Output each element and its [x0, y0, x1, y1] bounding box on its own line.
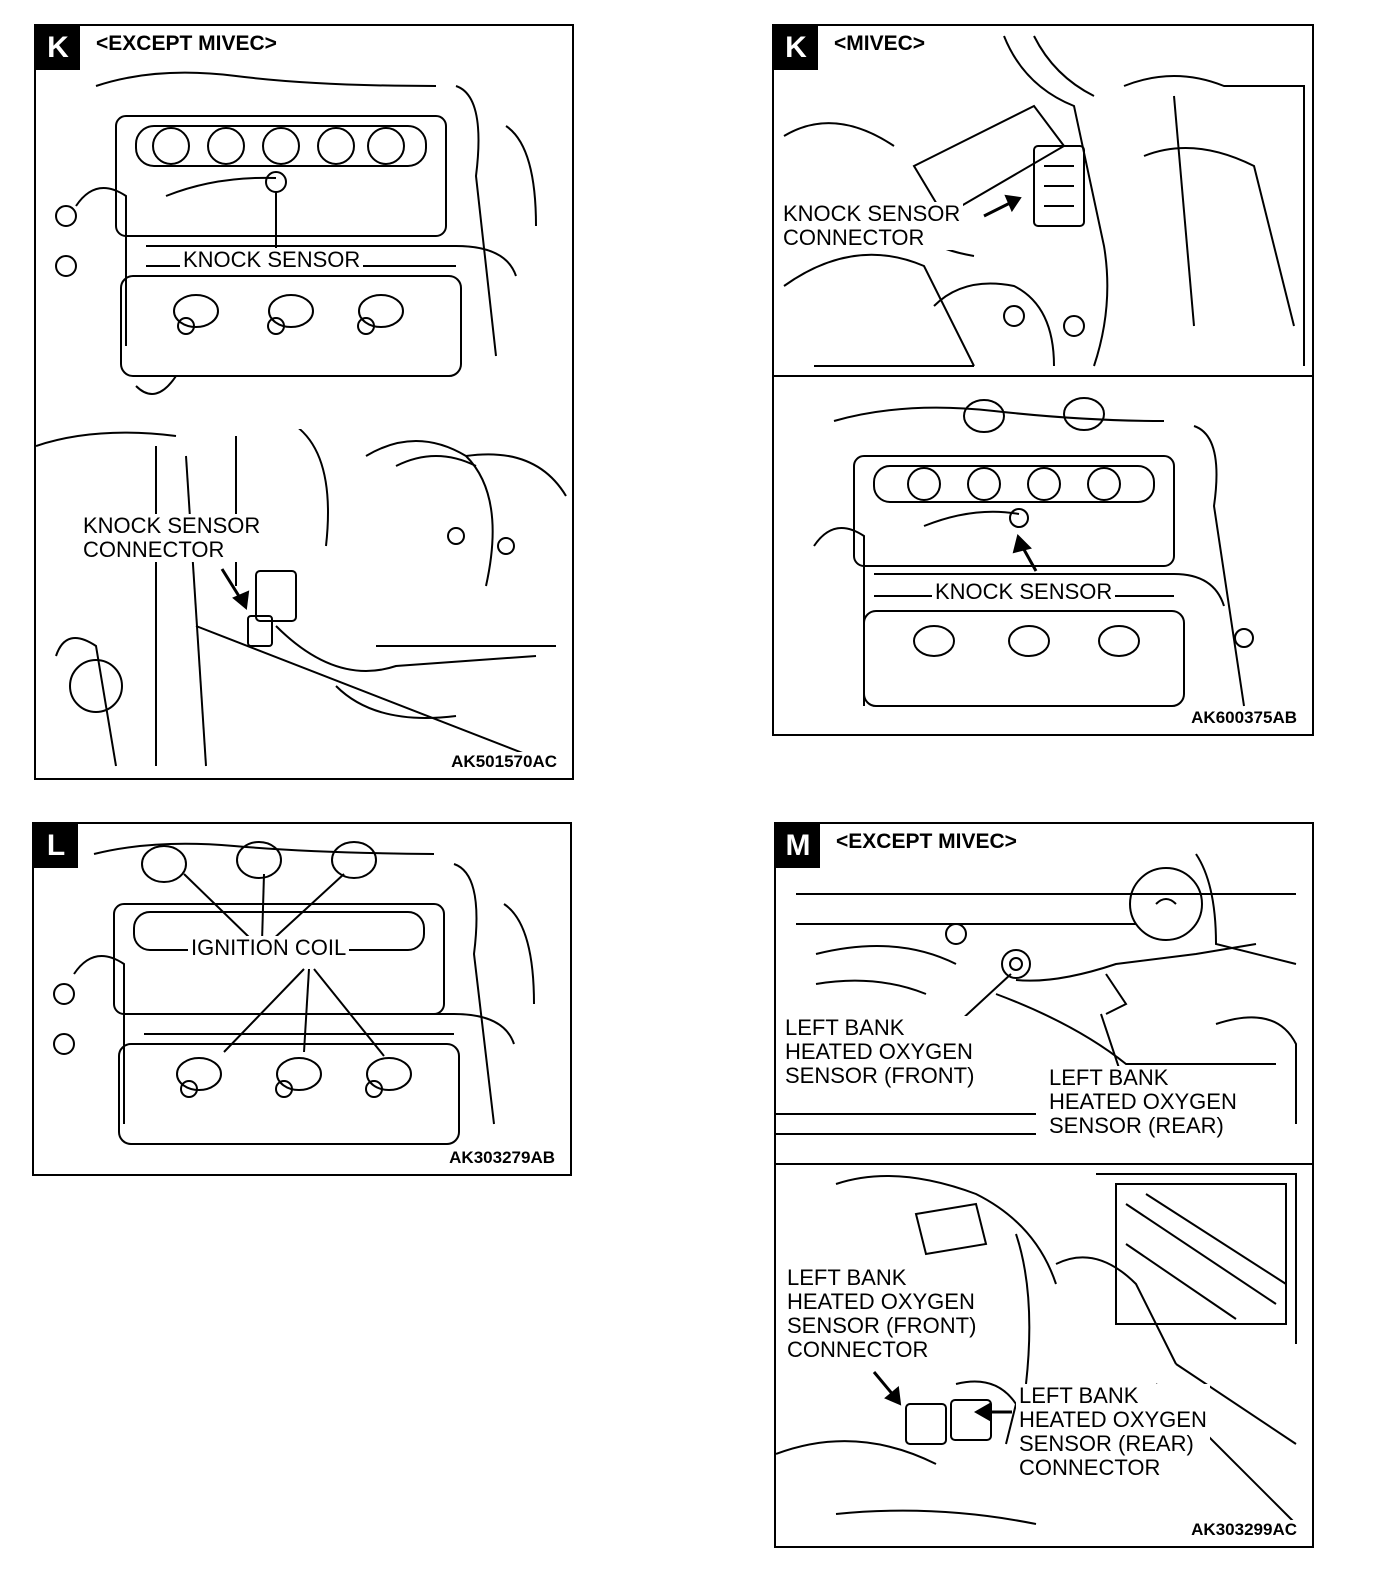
- rear-oxygen-sensor-connector-label: LEFT BANK HEATED OXYGEN SENSOR (REAR) CO…: [1016, 1384, 1210, 1480]
- variant-label: <MIVEC>: [830, 32, 930, 56]
- engine-illustration: [53, 841, 535, 1145]
- knock-sensor-label: KNOCK SENSOR: [932, 580, 1116, 604]
- figure-code: AK600375AB: [1188, 708, 1300, 728]
- exhaust-illustration: [776, 853, 1312, 1525]
- section-badge: L: [34, 824, 78, 868]
- variant-label: <EXCEPT MIVEC>: [832, 830, 1021, 854]
- ignition-coil-label: IGNITION COIL: [188, 936, 350, 960]
- front-oxygen-sensor-connector-label: LEFT BANK HEATED OXYGEN SENSOR (FRONT) C…: [784, 1266, 980, 1362]
- panel-k-mivec: K <MIVEC> KNOCK SENSOR CONNECTOR KNOCK S…: [772, 24, 1314, 736]
- knock-sensor-connector-label: KNOCK SENSOR CONNECTOR: [780, 202, 964, 250]
- section-badge: K: [36, 26, 80, 70]
- figure-code: AK501570AC: [448, 752, 560, 772]
- panel-l: L IGNITION COIL AK303279AB: [32, 822, 572, 1176]
- section-badge: K: [774, 26, 818, 70]
- figure-code: AK303299AC: [1188, 1520, 1300, 1540]
- figure-code: AK303279AB: [446, 1148, 558, 1168]
- section-badge: M: [776, 824, 820, 868]
- engine-illustration: [36, 71, 572, 767]
- front-oxygen-sensor-label: LEFT BANK HEATED OXYGEN SENSOR (FRONT): [782, 1016, 978, 1088]
- rear-oxygen-sensor-label: LEFT BANK HEATED OXYGEN SENSOR (REAR): [1046, 1066, 1240, 1138]
- engine-illustration: [774, 35, 1312, 707]
- variant-label: <EXCEPT MIVEC>: [92, 32, 281, 56]
- knock-sensor-connector-label: KNOCK SENSOR CONNECTOR: [80, 514, 264, 562]
- panel-k-except-mivec: K <EXCEPT MIVEC> KNOCK SENSOR KNOCK SENS…: [34, 24, 574, 780]
- knock-sensor-label: KNOCK SENSOR: [180, 248, 364, 272]
- panel-m: M <EXCEPT MIVEC> LEFT BANK HEATED OXYGEN…: [774, 822, 1314, 1548]
